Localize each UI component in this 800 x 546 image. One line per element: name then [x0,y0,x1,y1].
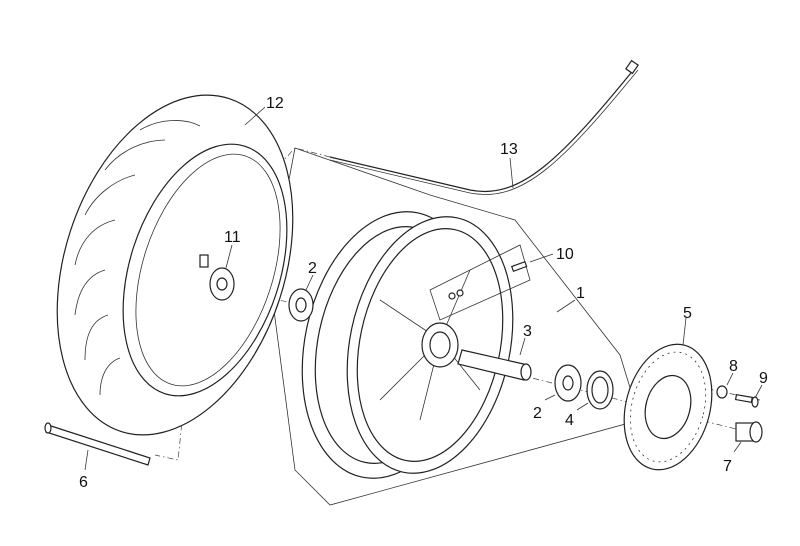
disc-bolt [734,393,759,408]
callout-8: 8 [729,358,738,375]
wheel-rim [301,211,514,479]
bearing-right [554,364,582,402]
callout-3: 3 [523,323,532,340]
callout-2-right: 2 [533,405,542,422]
callout-6: 6 [79,474,88,491]
callout-10: 10 [556,246,574,263]
callout-4: 4 [565,412,574,429]
callout-7: 7 [723,458,732,475]
oil-seal [586,370,614,410]
callout-2-left: 2 [308,260,317,277]
wheel-axle [44,422,151,466]
callout-12: 12 [266,95,284,112]
bearing-left [288,288,314,322]
callout-5: 5 [683,305,692,322]
callout-11: 11 [224,229,241,246]
spacer-tube [457,349,532,381]
screw-group [429,244,531,321]
callout-1: 1 [576,285,585,302]
leader-lines [84,106,763,471]
spacer-bush [735,421,763,443]
tyre [56,94,294,436]
speedometer-drive [199,254,235,301]
speedometer-cable [329,59,639,195]
brake-disc [623,343,713,471]
callout-9: 9 [759,370,768,387]
callout-labels: 12 13 11 2 10 1 3 5 8 9 2 4 7 6 [79,95,768,491]
callout-13: 13 [500,141,518,158]
washer [716,385,728,399]
